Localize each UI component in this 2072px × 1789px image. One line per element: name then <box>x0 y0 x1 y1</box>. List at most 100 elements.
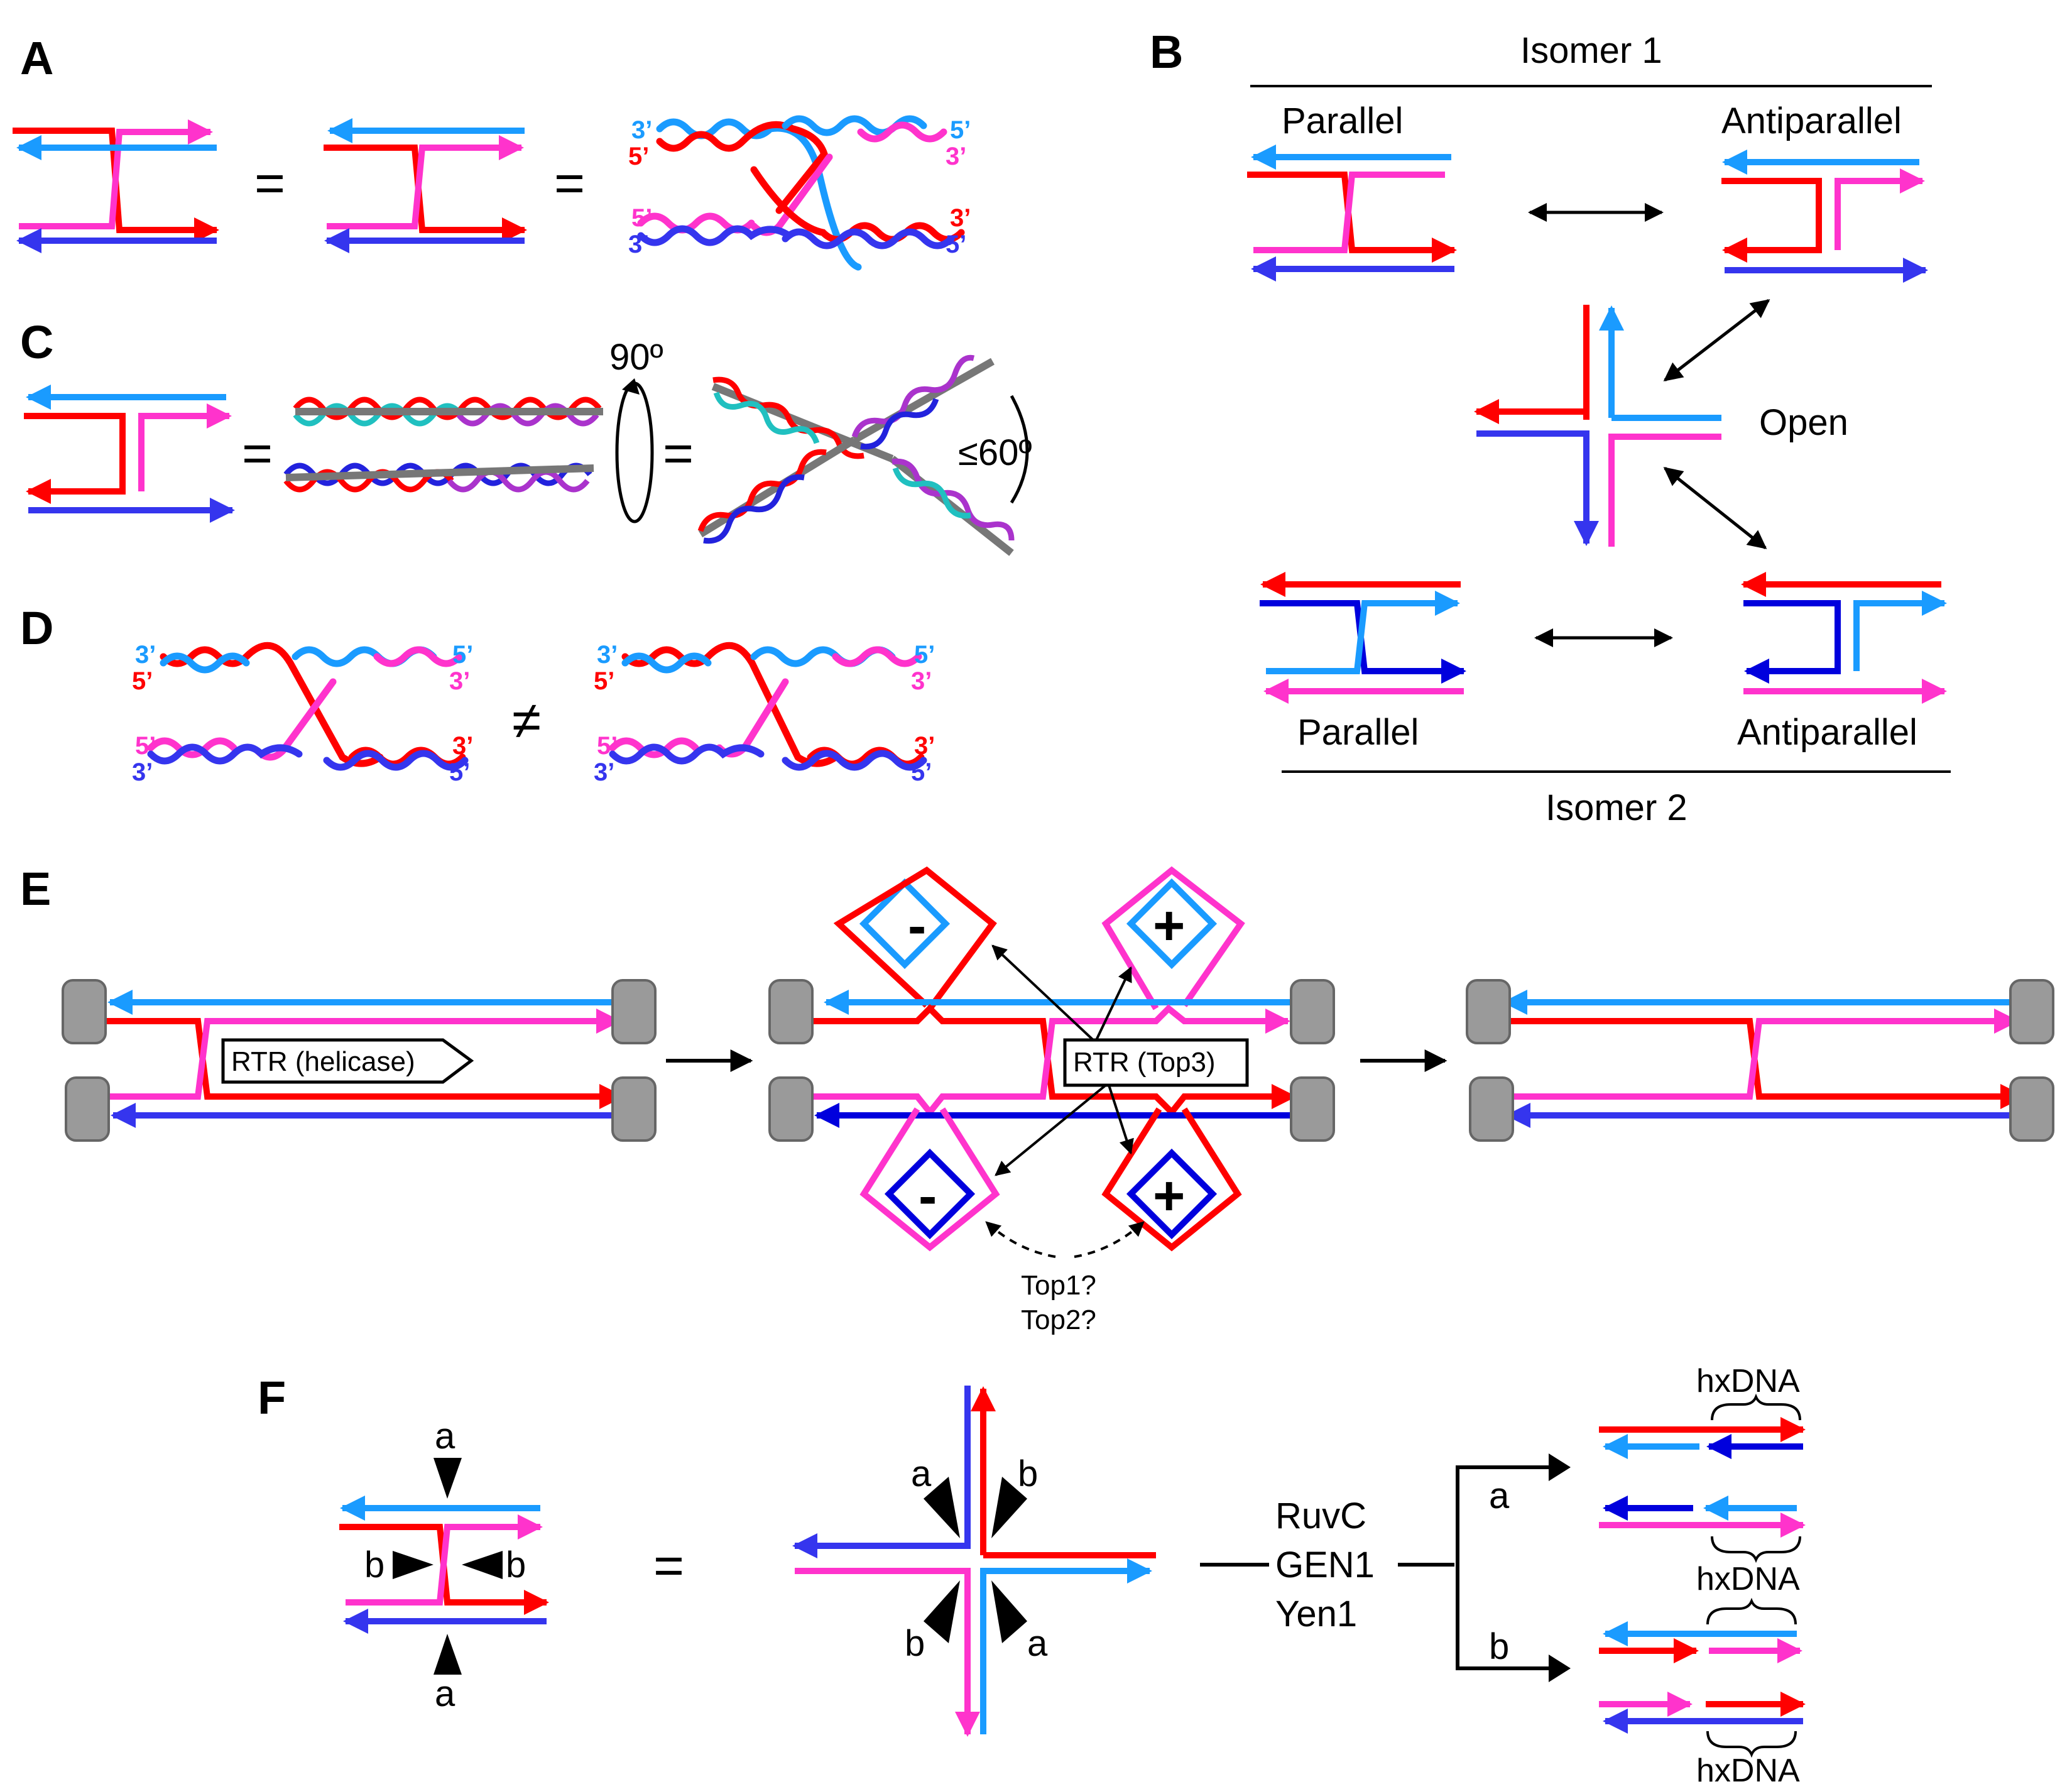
end-label-3prime: 3’ <box>452 732 473 760</box>
isomer1-label: Isomer 1 <box>1520 30 1662 71</box>
hxdna-label: hxDNA <box>1696 1561 1800 1597</box>
strand-pink <box>807 1004 1290 1118</box>
strand-pink <box>138 403 232 491</box>
helix-purple <box>447 469 590 493</box>
helix-purple <box>456 403 599 427</box>
cut-arrowhead-icon <box>433 1458 462 1499</box>
angle-arc-icon <box>1010 395 1029 504</box>
end-label-5prime: 5’ <box>914 641 935 669</box>
site-label-a: a <box>911 1453 932 1494</box>
strand-pink <box>373 646 464 667</box>
hxdna-brace <box>1706 1597 1797 1625</box>
equals-sign: = <box>554 153 585 212</box>
hxdna-brace <box>1711 1393 1801 1421</box>
panel-d: D 3’ 5’ 5’ 3’ 5’ 3’ 3’ 5’ ≠ <box>20 602 935 786</box>
top3-label: RTR (Top3) <box>1073 1047 1216 1078</box>
end-label-5prime: 5’ <box>597 732 618 760</box>
loop-light-blue <box>1126 878 1218 970</box>
loop-pink <box>859 1107 1000 1252</box>
strand-pink <box>1608 434 1721 547</box>
equals-sign: = <box>663 424 694 483</box>
junction-a2 <box>324 118 527 253</box>
panel-f: F a a b b = a b b a <box>258 1363 1806 1789</box>
site-label-a: a <box>435 1416 455 1457</box>
helix-cyan <box>892 467 971 519</box>
loop-navy <box>884 1148 976 1240</box>
top3-box <box>1063 1038 1249 1087</box>
open-label: Open <box>1759 402 1848 443</box>
minus-sign: - <box>919 1164 937 1227</box>
end-label-5prime: 5’ <box>946 231 966 258</box>
panel-b: B Isomer 1 Parallel Antiparallel <box>1150 26 1951 828</box>
helix-cyan <box>713 391 820 444</box>
strand-dark-blue <box>782 750 927 771</box>
equilibrium-arrow-lower <box>1663 467 1767 549</box>
loop-red <box>833 866 997 1010</box>
helix-junction-d-left <box>147 642 469 771</box>
anchor-block <box>1290 1076 1335 1142</box>
junction-b-parallel-1 <box>1247 145 1457 282</box>
site-label-b: b <box>364 1545 384 1585</box>
plus-sign: + <box>1153 894 1185 956</box>
end-label-3prime: 3’ <box>950 204 971 232</box>
end-label-3prime: 3’ <box>631 116 652 144</box>
anchor-block <box>2009 1076 2054 1142</box>
not-equal-sign: ≠ <box>512 691 541 750</box>
strand-dark-blue <box>792 1386 971 1558</box>
junction-b-open <box>1474 305 1721 547</box>
branch-arrowhead-icon <box>1549 1655 1571 1682</box>
path-label-b: b <box>1489 1626 1509 1667</box>
loop-red <box>1101 1107 1242 1252</box>
minus-sign: - <box>908 894 926 956</box>
end-label-3prime: 3’ <box>628 231 649 258</box>
helicase-label: RTR (helicase) <box>231 1046 415 1077</box>
helix-red <box>712 376 864 459</box>
enzyme-gen1: GEN1 <box>1275 1545 1375 1585</box>
helix-red <box>697 449 827 532</box>
anchor-block <box>65 1076 110 1142</box>
end-label-5prime: 5’ <box>950 116 971 144</box>
helicase-box <box>221 1038 474 1084</box>
junction-b-antiparallel-1 <box>1721 150 1928 283</box>
end-label-5prime: 5’ <box>449 758 470 786</box>
strand-pink <box>327 135 524 229</box>
loop-light-blue <box>859 878 951 970</box>
strand-dark-blue <box>609 743 765 765</box>
anchor-block <box>2009 979 2054 1044</box>
anchor-block <box>62 979 107 1044</box>
end-label-3prime: 3’ <box>594 758 614 786</box>
panel-e: E RTR (helicase) <box>20 863 2054 1335</box>
cut-arrowhead-icon <box>462 1551 503 1579</box>
end-label-5prime: 5’ <box>452 641 473 669</box>
panel-label-b: B <box>1150 26 1183 78</box>
strand-red <box>1474 399 1589 424</box>
end-label-5prime: 5’ <box>628 143 649 170</box>
strand-pink <box>832 646 922 667</box>
end-label-3prime: 3’ <box>946 143 966 170</box>
antiparallel-label-bottom: Antiparallel <box>1737 712 1917 753</box>
equals-sign: = <box>242 424 273 483</box>
cut-arrowhead-icon <box>991 1580 1027 1643</box>
panel-a: A = = 3’ 5’ 5’ <box>13 32 971 271</box>
angle-label: ≤60º <box>958 432 1032 473</box>
helix-junction-d-right <box>609 642 927 771</box>
strand-dark-blue <box>147 743 303 765</box>
rotation-ellipse-icon <box>615 381 654 523</box>
action-arrow <box>991 944 1094 1041</box>
site-label-a: a <box>435 1673 455 1714</box>
loop-navy <box>1126 1148 1218 1240</box>
end-label-3prime: 3’ <box>449 667 470 695</box>
isomer2-label: Isomer 2 <box>1546 787 1688 828</box>
strand-light-blue <box>621 652 712 674</box>
anchor-block <box>768 979 814 1044</box>
strand-pink <box>795 1568 980 1737</box>
end-label-3prime: 3’ <box>597 641 618 669</box>
panel-label-a: A <box>20 32 53 84</box>
action-arrow <box>1108 1085 1134 1155</box>
molecular-model-stacked-x <box>697 354 1015 556</box>
strand-light-blue <box>1853 591 1947 671</box>
molecular-model-horizontal <box>283 397 603 493</box>
cut-arrowhead-icon <box>991 1477 1027 1538</box>
cut-arrowhead-icon <box>433 1634 462 1675</box>
